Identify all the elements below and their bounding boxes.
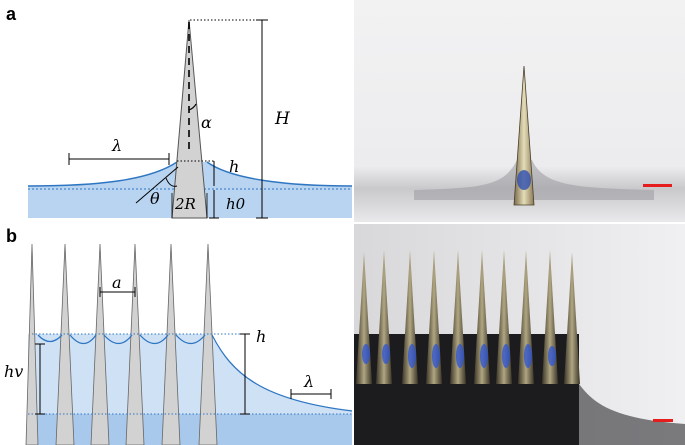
needle-array [25, 243, 218, 445]
alpha-arc [188, 103, 197, 111]
meniscus-curve [27, 161, 352, 187]
panel-b-letter: b [6, 226, 17, 246]
label-alpha: α [201, 113, 212, 132]
array-meniscus [37, 334, 352, 412]
label-lambda: λ [303, 372, 314, 391]
panel-c-photo [354, 0, 685, 222]
photo-needle [513, 65, 535, 206]
panel-b-diagram: a h hv λ [4, 243, 352, 445]
panel-d-photo [354, 224, 685, 445]
label-hv: hv [4, 362, 23, 381]
contact-angle-tangent [135, 166, 179, 204]
label-h: h [229, 157, 239, 176]
needle-2 [55, 243, 75, 445]
label-h: h [256, 327, 266, 346]
scale-bar [643, 184, 672, 187]
needle-5 [161, 243, 181, 445]
theta-arc [165, 177, 178, 187]
dark-base [354, 334, 579, 445]
panel-a-diagram: λ α H h θ 2R h0 [27, 19, 352, 219]
label-2R: 2R [174, 195, 196, 213]
label-theta: θ [150, 189, 160, 208]
needle-3 [90, 243, 110, 445]
photo-blue-reflections [362, 344, 556, 368]
label-a: a [112, 273, 122, 292]
needle-4 [125, 243, 145, 445]
photo-blue-reflection [517, 170, 531, 190]
label-h0: h0 [226, 195, 246, 213]
label-lambda: λ [111, 136, 122, 155]
panel-a-letter: a [6, 4, 17, 24]
label-H: H [274, 109, 291, 129]
photo-meniscus [414, 160, 654, 200]
needle-6 [198, 243, 218, 445]
scale-bar [653, 419, 673, 422]
photo-array-meniscus [579, 384, 685, 445]
deep-water [28, 414, 352, 445]
